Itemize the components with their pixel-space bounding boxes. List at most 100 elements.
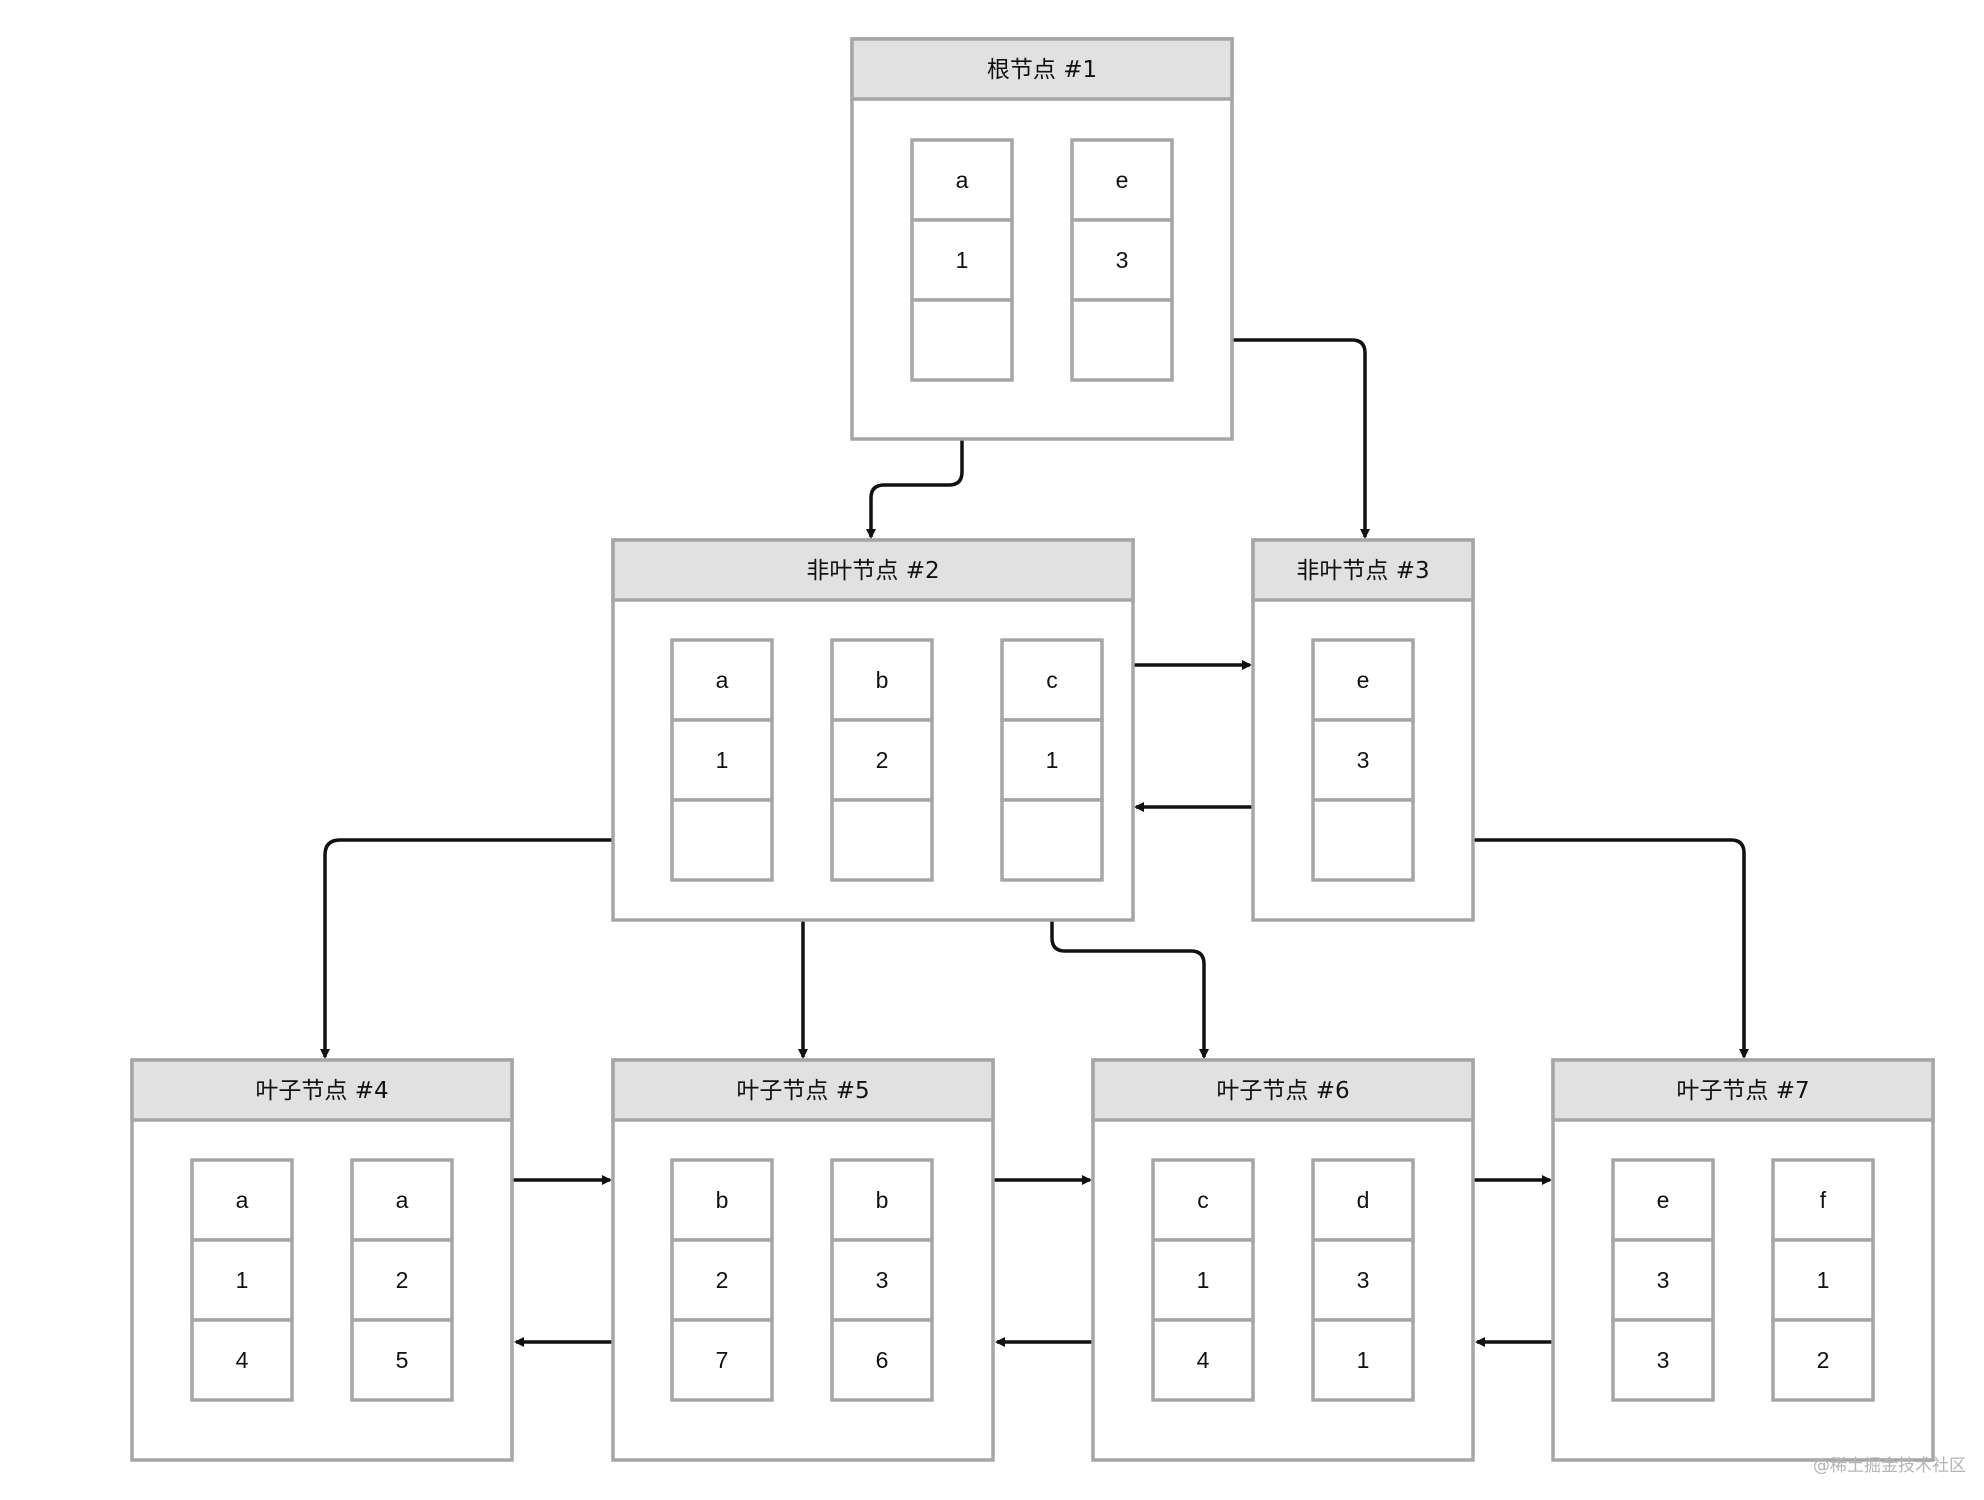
cell (1070, 298, 1174, 382)
node-title: 非叶节点 #3 (1296, 558, 1429, 584)
cell-value: c (1197, 1187, 1209, 1213)
cell-value: 5 (396, 1347, 409, 1373)
node-header (850, 37, 1234, 101)
cell (670, 1238, 774, 1322)
node-header (1551, 1058, 1935, 1122)
cell (1611, 1238, 1715, 1322)
cell-value: 1 (956, 247, 969, 273)
cell-value: 3 (1657, 1347, 1670, 1373)
cell (1311, 1318, 1415, 1402)
cell-value: 1 (1817, 1267, 1830, 1293)
cell (830, 638, 934, 722)
cell-value: a (236, 1187, 249, 1213)
key-column: f12 (1771, 1158, 1875, 1402)
node-header (1091, 1058, 1475, 1122)
cell (1611, 1318, 1715, 1402)
node-inner3: 非叶节点 #3 e 3 (1251, 538, 1475, 922)
node-header (1251, 538, 1475, 602)
cell-value: 4 (1197, 1347, 1210, 1373)
cell (1311, 718, 1415, 802)
cell (1771, 1238, 1875, 1322)
node-leaf7: 叶子节点 #7 e 3 3 f12 (1551, 1058, 1935, 1462)
cell-value: 1 (1357, 1347, 1370, 1373)
cell (910, 298, 1014, 382)
cell-value: e (1357, 667, 1370, 693)
cell-value: a (956, 167, 969, 193)
cell (830, 718, 934, 802)
node-title: 叶子节点 #7 (1676, 1078, 1809, 1104)
cell-value: 4 (236, 1347, 249, 1373)
root-pointer-to-node2-arrow (866, 340, 964, 539)
node3-pointer-to-leaf7-arrow (1363, 838, 1749, 1059)
cell (1000, 718, 1104, 802)
cell-value: 3 (1357, 747, 1370, 773)
cell-value: 3 (1357, 1267, 1370, 1293)
cell (830, 1238, 934, 1322)
key-column: c 1 4 (1151, 1158, 1255, 1402)
node-header (130, 1058, 514, 1122)
cell-value: 1 (1046, 747, 1059, 773)
key-column: b2 (830, 638, 934, 882)
cell (1000, 798, 1104, 882)
cell (910, 138, 1014, 222)
cell-value: 1 (716, 747, 729, 773)
cell-value: 2 (876, 747, 889, 773)
node-title: 叶子节点 #6 (1216, 1078, 1349, 1104)
cell-value: b (876, 667, 889, 693)
key-column: e 3 3 (1611, 1158, 1715, 1402)
cell (1771, 1158, 1875, 1242)
cell (350, 1158, 454, 1242)
cell (670, 798, 774, 882)
node-leaf4: 叶子节点 #4 a 1 4 a 2 5 (130, 1058, 514, 1462)
cell (1151, 1158, 1255, 1242)
cell (830, 798, 934, 882)
root-pointer-to-node3-arrow (1122, 338, 1370, 539)
node-title: 根节点 #1 (987, 57, 1097, 83)
cell-value: e (1657, 1187, 1670, 1213)
cell (670, 1318, 774, 1402)
node2-pointer-to-leaf4-arrow (320, 838, 722, 1059)
node-header (611, 538, 1135, 602)
key-column: a 1 4 (190, 1158, 294, 1402)
cell (1311, 638, 1415, 722)
node-title: 叶子节点 #4 (255, 1078, 388, 1104)
cell-value: b (876, 1187, 889, 1213)
cell-value: e (1116, 167, 1129, 193)
cell (1311, 1158, 1415, 1242)
key-column: a1 (910, 138, 1014, 382)
cell-value: a (396, 1187, 409, 1213)
key-column: a1 (670, 638, 774, 882)
key-column: c1 (1000, 638, 1104, 882)
cell (190, 1318, 294, 1402)
cell-value: 1 (1197, 1267, 1210, 1293)
cell-value: 1 (236, 1267, 249, 1293)
cell-value: c (1046, 667, 1058, 693)
key-column: a 2 5 (350, 1158, 454, 1402)
cell-value: 3 (1657, 1267, 1670, 1293)
cell-value: 2 (396, 1267, 409, 1293)
cell-value: 2 (716, 1267, 729, 1293)
cell-value: a (716, 667, 729, 693)
node-title: 叶子节点 #5 (736, 1078, 869, 1104)
watermark: @稀土掘金技术社区 (1813, 1456, 1966, 1476)
key-column: d31 (1311, 1158, 1415, 1402)
node-title: 非叶节点 #2 (806, 558, 939, 584)
cell-value: 3 (1116, 247, 1129, 273)
cell-value: 6 (876, 1347, 889, 1373)
node-header (611, 1058, 995, 1122)
cell-value: b (716, 1187, 729, 1213)
cell (670, 1158, 774, 1242)
node2-pointer-to-leaf6-arrow (1050, 840, 1209, 1059)
cell (830, 1158, 934, 1242)
key-column: b 2 7 (670, 1158, 774, 1402)
cell-value: 7 (716, 1347, 729, 1373)
cell (910, 218, 1014, 302)
cell (1611, 1158, 1715, 1242)
cell (350, 1318, 454, 1402)
cell (190, 1238, 294, 1322)
